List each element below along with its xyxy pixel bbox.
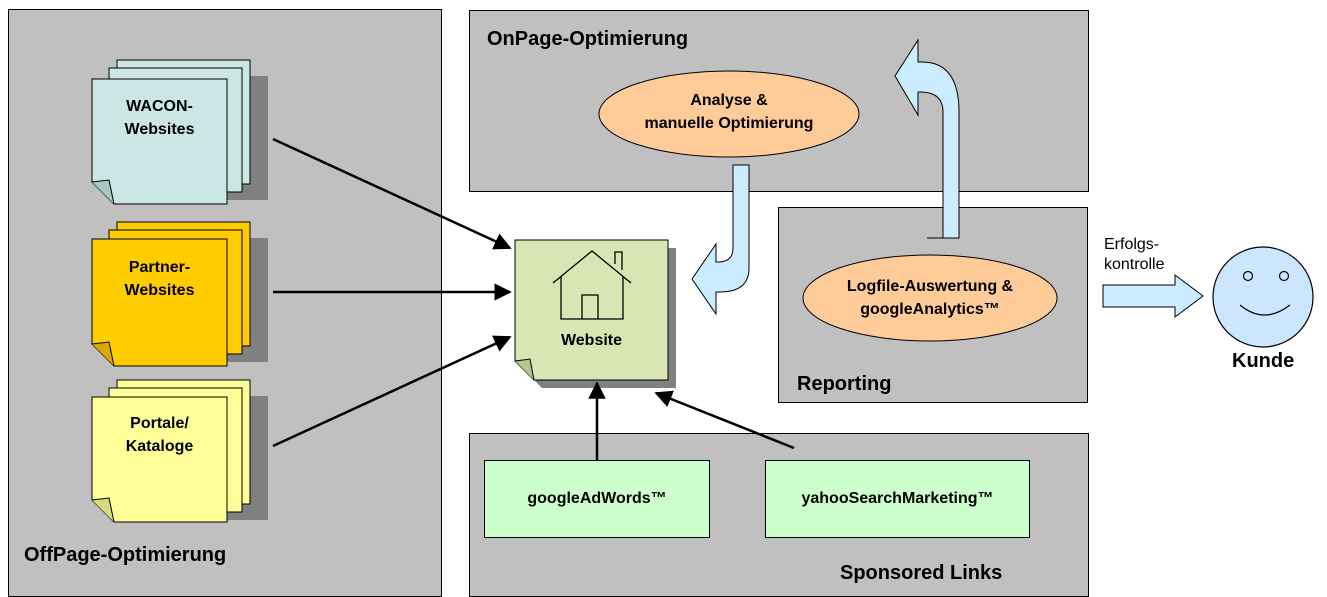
reporting-task-text: Logfile-Auswertung & googleAnalytics™: [803, 275, 1057, 321]
website-document: [514, 239, 676, 388]
partner-document: [91, 221, 268, 367]
onpage-task-line1: Analyse &: [690, 92, 768, 109]
onpage-task-text: Analyse & manuelle Optimierung: [599, 89, 859, 135]
reporting-label: Reporting: [797, 373, 892, 395]
onpage-ellipse: [598, 70, 860, 158]
erfolgskontrolle-line2: kontrolle: [1104, 256, 1165, 273]
wacon-label: WACON- Websites: [92, 95, 227, 141]
connector-arrows: [272, 137, 795, 460]
wacon-document: [91, 59, 268, 205]
portale-label-line1: Portale/: [130, 415, 189, 432]
website-label: Website: [560, 332, 623, 349]
smiley-face-icon: [1212, 246, 1314, 348]
partner-label-line1: Partner-: [128, 259, 191, 276]
sponsored-label: Sponsored Links: [840, 562, 1003, 584]
google-adwords-box: googleAdWords™: [484, 460, 710, 538]
partner-label: Partner- Websites: [92, 256, 227, 302]
portale-label: Portale/ Kataloge: [92, 412, 227, 458]
portale-label-line2: Kataloge: [125, 438, 194, 455]
reporting-to-onpage-arrow: [894, 38, 960, 239]
onpage-to-website-arrow: [691, 164, 750, 316]
kunde-label: Kunde: [1232, 350, 1295, 372]
portale-document: [91, 379, 268, 523]
reporting-ellipse: [802, 254, 1058, 342]
erfolgskontrolle-label: Erfolgs- kontrolle: [1104, 235, 1164, 275]
onpage-task-line2: manuelle Optimierung: [644, 115, 814, 132]
offpage-label: OffPage-Optimierung: [24, 544, 227, 566]
reporting-task-line1: Logfile-Auswertung &: [846, 278, 1014, 295]
wacon-label-line2: Websites: [124, 121, 195, 138]
yahoo-search-marketing-box: yahooSearchMarketing™: [765, 460, 1030, 538]
reporting-task-line2: googleAnalytics™: [860, 301, 1000, 318]
partner-label-line2: Websites: [124, 282, 195, 299]
erfolgskontrolle-line1: Erfolgs-: [1104, 236, 1160, 253]
house-icon: [552, 250, 632, 320]
onpage-label: OnPage-Optimierung: [487, 28, 689, 50]
wacon-label-line1: WACON-: [126, 98, 193, 115]
erfolgskontrolle-arrow: [1102, 274, 1204, 318]
